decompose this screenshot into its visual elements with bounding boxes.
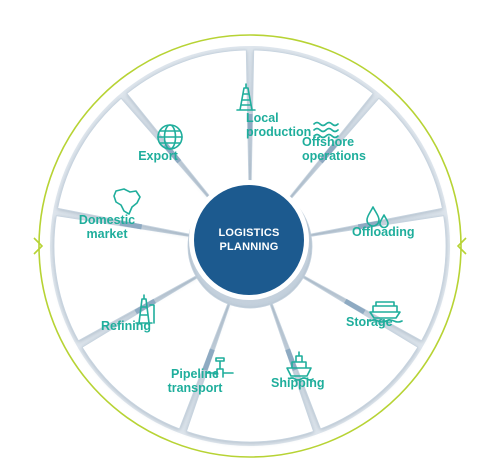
segment-connector-pipeline-transport	[202, 348, 215, 371]
storage-vessel-icon	[369, 301, 403, 323]
segment-label-line: production	[246, 125, 311, 139]
segment-petal-refining	[53, 215, 197, 342]
segment-petal-storage	[271, 277, 419, 430]
segment-label-line: Local	[246, 111, 279, 125]
globe-icon	[157, 124, 183, 150]
segment-label-line: Offshore	[302, 135, 354, 149]
segment-label-line: transport	[168, 381, 224, 395]
segment-petals	[53, 49, 447, 443]
ring-arrow-right-icon	[456, 237, 467, 255]
pipeline-icon	[206, 357, 234, 378]
segment-label-line: operations	[302, 149, 366, 163]
brazil-map-icon	[113, 188, 141, 215]
ring-arrow-left-icon	[33, 237, 44, 255]
segment-label-storage: Storage	[346, 315, 393, 329]
droplets-icon	[366, 206, 389, 229]
segment-petal-offloading	[303, 215, 447, 342]
segment-petal-pipeline-transport	[81, 277, 229, 430]
segment-label-line: Shipping	[271, 376, 324, 390]
segment-label-line: market	[87, 227, 129, 241]
segment-label-line: Offloading	[352, 225, 415, 239]
segment-label-line: Domestic	[79, 213, 135, 227]
segment-label-refining: Refining	[101, 319, 151, 333]
segment-connector-domestic-market	[119, 220, 143, 230]
segment-label-line: Storage	[346, 315, 393, 329]
outer-ring	[33, 34, 467, 458]
center-title-line-1: LOGISTICS	[218, 227, 279, 239]
segment-icons	[113, 83, 403, 381]
center-hub: LOGISTICS PLANNING	[189, 180, 309, 300]
segment-connector-shipping	[285, 348, 298, 371]
waves-icon	[313, 121, 339, 139]
segment-connector-offshore-operations	[318, 143, 337, 164]
refinery-tower-icon	[135, 294, 155, 324]
oil-rig-icon	[236, 83, 256, 111]
ship-icon	[286, 351, 314, 381]
segment-petal-shipping	[186, 304, 314, 443]
segment-label-export: Export	[138, 149, 178, 163]
center-circle	[194, 185, 304, 295]
segment-label-offloading: Offloading	[352, 225, 415, 239]
center-title-line-2: PLANNING	[219, 241, 278, 253]
segment-label-line: Export	[138, 149, 178, 163]
segment-label-line: Refining	[101, 319, 151, 333]
segment-connector-storage	[344, 298, 366, 315]
segment-label-shipping: Shipping	[271, 376, 324, 390]
segment-label-line: Pipeline	[171, 367, 219, 381]
